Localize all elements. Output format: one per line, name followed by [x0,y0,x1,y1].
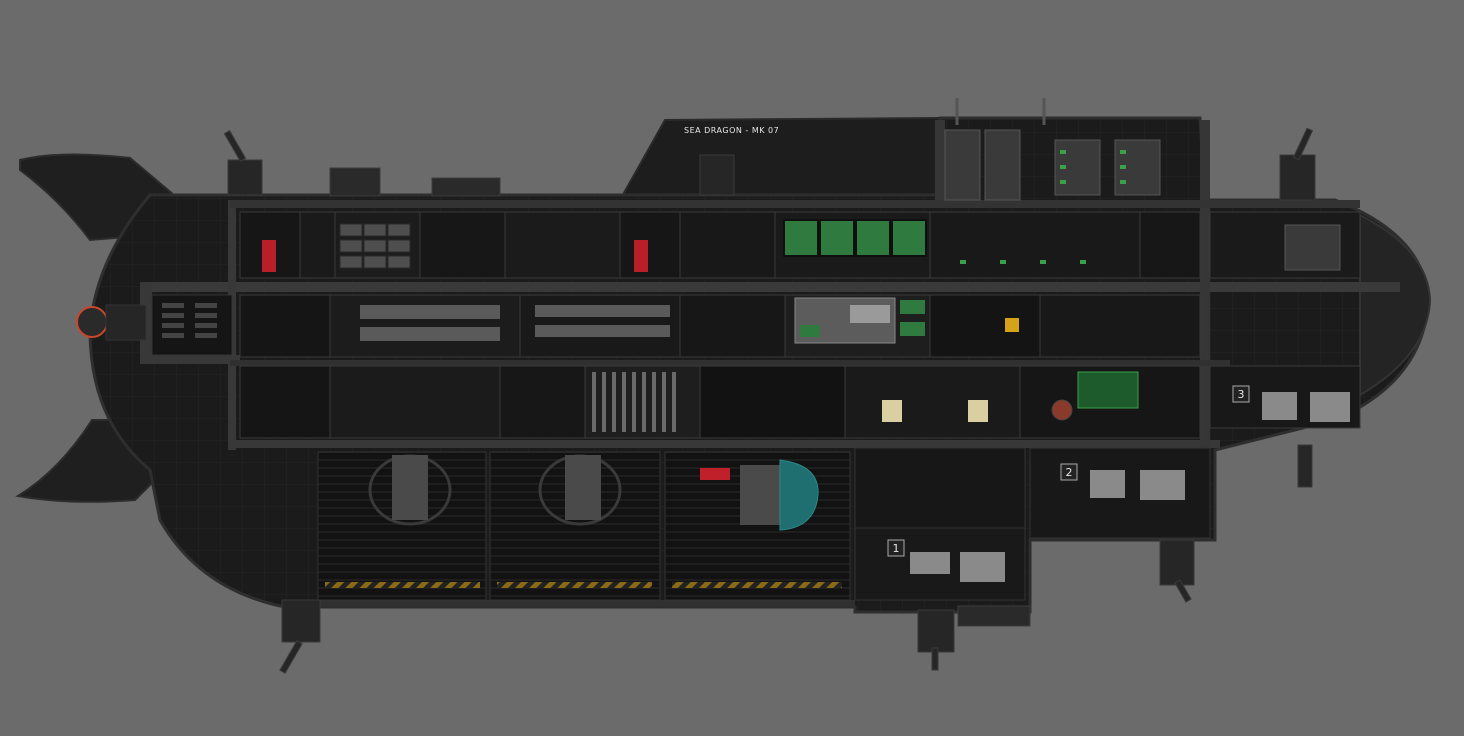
tower-wall [935,120,945,205]
teal-tank [779,459,819,531]
ballast-machinery [392,455,780,525]
upper-deck-rail [230,200,1360,208]
vessel-name-label: SEA DRAGON - MK 07 [684,126,779,135]
mid-deck-rail [230,360,1230,366]
pump-valve-icon[interactable] [1051,399,1073,421]
hazard-strips [325,582,842,588]
sonar-monitor[interactable] [1077,371,1139,409]
antenna-mast-icon [955,98,1046,125]
bay-marker-3: 3 [1232,385,1250,403]
svg-text:1: 1 [893,542,900,555]
bulkhead-right [1200,120,1210,450]
bay-alarm[interactable] [700,468,730,480]
middle-deck-rooms [239,294,1201,358]
bow-cap [1359,213,1432,397]
reactor-panel[interactable] [794,297,925,344]
stern-airlock-housing [105,304,147,341]
bow-intake [1297,444,1313,488]
status-leds [960,150,1126,264]
breaker-rows [360,305,670,341]
bay-marker-1: 1 [887,539,905,557]
svg-text:3: 3 [1238,388,1245,401]
pump-stations[interactable] [910,392,1350,582]
ammo-racks [592,372,676,432]
lower-corridor [235,440,1220,448]
engine-coils [162,303,217,338]
radiation-chambers [882,400,988,422]
stern-corridor-bottom [140,355,240,364]
airlock-ring-icon[interactable] [76,306,108,338]
hazard-sign-icon [1005,318,1019,332]
lower-deck-rooms [239,365,1361,439]
deck-hatches [329,167,1031,627]
turret-icon[interactable] [223,127,1316,674]
main-corridor [140,282,1400,292]
storage-lockers [339,223,411,269]
svg-text:2: 2 [1066,466,1073,479]
bridge-monitors[interactable] [783,219,927,257]
bottom-deck-rail [310,600,855,606]
bay-marker-2: 2 [1060,463,1078,481]
conning-tower [618,116,941,201]
